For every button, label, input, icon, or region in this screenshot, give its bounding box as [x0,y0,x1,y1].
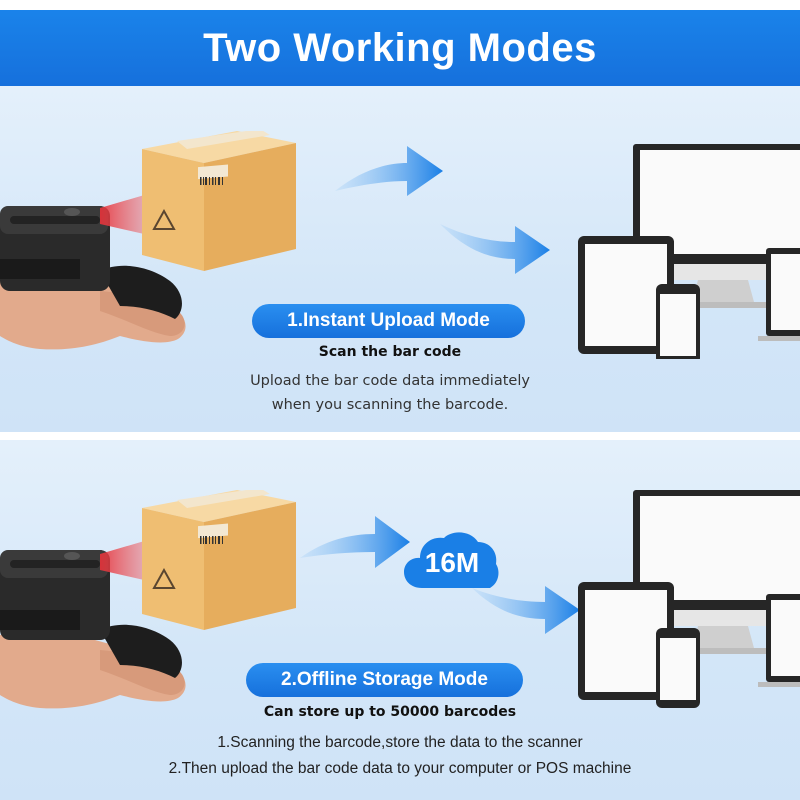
mode-2-step-1: 1.Scanning the barcode,store the data to… [217,734,583,751]
laptop-icon [758,248,800,341]
instant-upload-panel: 1.Instant Upload Mode Scan the bar code … [0,86,800,432]
arrow-icon [335,146,443,196]
tablet-icon [578,236,674,354]
mode-2-label: 2.Offline Storage Mode [246,663,523,697]
smartphone-icon [656,628,700,708]
arrow-icon [472,586,580,634]
arrow-icon [440,224,550,274]
cardboard-box-icon [142,131,296,271]
header: Two Working Modes [0,0,800,86]
tablet-icon [578,582,674,700]
mode-1-label: 1.Instant Upload Mode [252,304,525,338]
page-title: Two Working Modes [203,26,597,70]
devices-icon [578,490,800,708]
offline-storage-panel: 16M 2.Offline Storage Mode Can store up … [0,440,800,800]
mode-2-step-2: 2.Then upload the bar code data to your … [168,760,632,777]
recycle-icon [152,208,176,230]
monitor-icon [633,144,800,308]
ring-barcode-scanner-icon [0,550,186,709]
mode-1-subtitle: Scan the bar code [318,344,462,360]
header-bar [0,10,800,86]
mode-2-subtitle: Can store up to 50000 barcodes [263,704,517,720]
arrow-icon [300,516,410,568]
storage-capacity-label: 16M [424,547,480,578]
cardboard-box-icon [142,490,296,630]
laptop-icon [758,594,800,687]
devices-icon [578,144,800,359]
monitor-icon [633,490,800,654]
smartphone-icon [656,284,700,359]
mode-1-description-line-1: Upload the bar code data immediately [250,373,530,389]
recycle-icon [152,567,176,589]
cloud-icon [404,532,499,588]
mode-1-description-line-2: when you scanning the barcode. [271,397,509,413]
ring-barcode-scanner-icon [0,206,186,350]
panel-divider [0,432,800,440]
